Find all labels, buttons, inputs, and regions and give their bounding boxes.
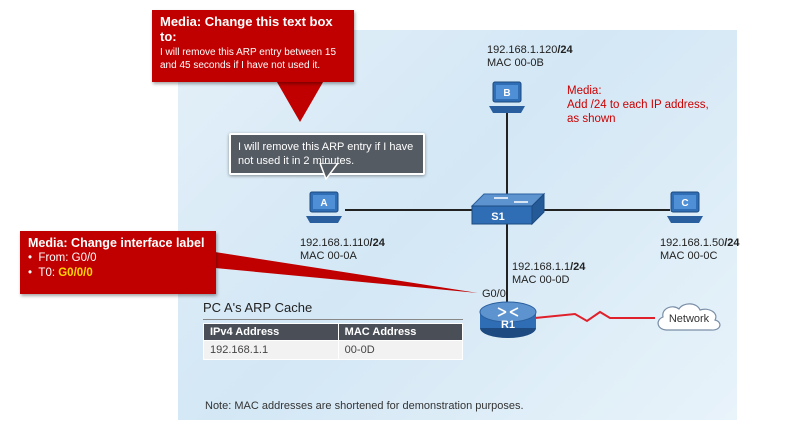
footnote: Note: MAC addresses are shortened for de… — [205, 400, 524, 412]
host-b-ip: 192.168.1.120 — [487, 44, 558, 56]
textbox-callout-body: I will remove this ARP entry between 15 … — [160, 47, 337, 71]
host-c-mac: MAC 00-0C — [660, 250, 718, 262]
host-c-ip: 192.168.1.50 — [660, 237, 725, 249]
arp-row-ipv4: 192.168.1.1 — [203, 340, 339, 360]
arp-cache-panel: PC A's ARP Cache IPv4 Address MAC Addres… — [203, 300, 464, 360]
router-interface-label: G0/0 — [482, 288, 506, 300]
router-mac: MAC 00-0D — [512, 274, 570, 286]
interface-callout-pointer — [215, 252, 478, 293]
interface-from-text: From: G0/0 — [38, 252, 97, 264]
arp-header-row: IPv4 Address MAC Address — [203, 323, 464, 341]
media-note: Media: Add /24 to each IP address, as sh… — [567, 84, 709, 126]
host-b-ip-label: 192.168.1.120/24 — [487, 44, 573, 57]
router-r1-label: R1 — [501, 319, 515, 331]
router-ip-label: 192.168.1.1/24 — [512, 261, 585, 274]
media-note-line2: as shown — [567, 113, 616, 125]
interface-change-callout: Media: Change interface label • From: G0… — [20, 231, 216, 294]
pc-b-icon[interactable]: B — [485, 80, 529, 116]
router-arrows-icon — [497, 307, 519, 317]
interface-callout-from: • From: G0/0 — [28, 252, 97, 264]
host-b-mac: MAC 00-0B — [487, 57, 544, 69]
host-a-ip: 192.168.1.110 — [300, 237, 370, 249]
network-cloud-icon: Network — [657, 303, 721, 331]
router-r1-icon[interactable]: R1 — [478, 298, 538, 340]
network-cloud-label: Network — [669, 313, 710, 325]
arp-header-mac: MAC Address — [337, 323, 464, 341]
interface-to-value: G0/0/0 — [58, 267, 93, 279]
host-c-ip-label: 192.168.1.50/24 — [660, 237, 740, 250]
arp-cache-title: PC A's ARP Cache — [203, 300, 313, 315]
host-c-prefix: /24 — [724, 237, 740, 249]
switch-arrows-icon — [494, 197, 528, 203]
interface-callout-title: Media: Change interface label — [28, 236, 205, 250]
link-r1-network — [534, 310, 655, 323]
switch-s1-label: S1 — [491, 211, 504, 223]
router-ip: 192.168.1.1 — [512, 261, 571, 273]
pc-a-icon[interactable]: A — [302, 190, 346, 226]
router-prefix: /24 — [570, 261, 586, 273]
interface-to-prefix: T0: — [38, 267, 59, 279]
table-row: 192.168.1.1 00-0D — [203, 340, 464, 360]
pc-c-icon[interactable]: C — [663, 190, 707, 226]
arp-cache-table: IPv4 Address MAC Address 192.168.1.1 00-… — [203, 323, 464, 360]
interface-callout-to: • T0: G0/0/0 — [28, 267, 93, 279]
arp-header-ipv4: IPv4 Address — [203, 323, 339, 341]
media-note-title: Media: — [567, 85, 602, 97]
host-b-prefix: /24 — [557, 44, 573, 56]
arp-row-mac: 00-0D — [337, 340, 464, 360]
pc-c-letter: C — [681, 198, 688, 209]
host-a-ip-label: 192.168.1.110/24 — [300, 237, 385, 250]
pc-a-letter: A — [320, 198, 327, 209]
host-a-mac: MAC 00-0A — [300, 250, 357, 262]
speech-bubble-tail — [319, 163, 339, 181]
textbox-change-callout: Media: Change this text box to: I will r… — [152, 10, 354, 82]
media-note-line1: Add /24 to each IP address, — [567, 99, 709, 111]
textbox-callout-pointer — [270, 70, 330, 122]
pc-b-letter: B — [503, 88, 510, 99]
host-a-prefix: /24 — [369, 237, 385, 249]
switch-s1-icon[interactable]: S1 — [470, 192, 546, 228]
textbox-callout-title: Media: Change this text box to: — [160, 14, 333, 44]
